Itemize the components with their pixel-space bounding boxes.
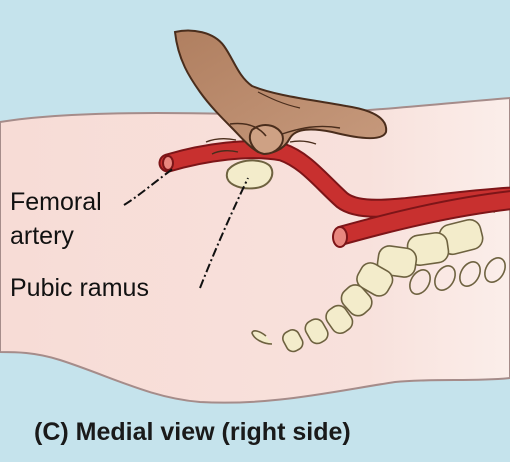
pubic-ramus-label: Pubic ramus bbox=[10, 274, 149, 303]
femoral-artery-label-line1: Femoral bbox=[10, 188, 102, 217]
pubic-ramus-bone bbox=[227, 160, 272, 188]
figure-caption: (C) Medial view (right side) bbox=[34, 418, 351, 447]
femoral-artery-label-line2: artery bbox=[10, 222, 74, 251]
